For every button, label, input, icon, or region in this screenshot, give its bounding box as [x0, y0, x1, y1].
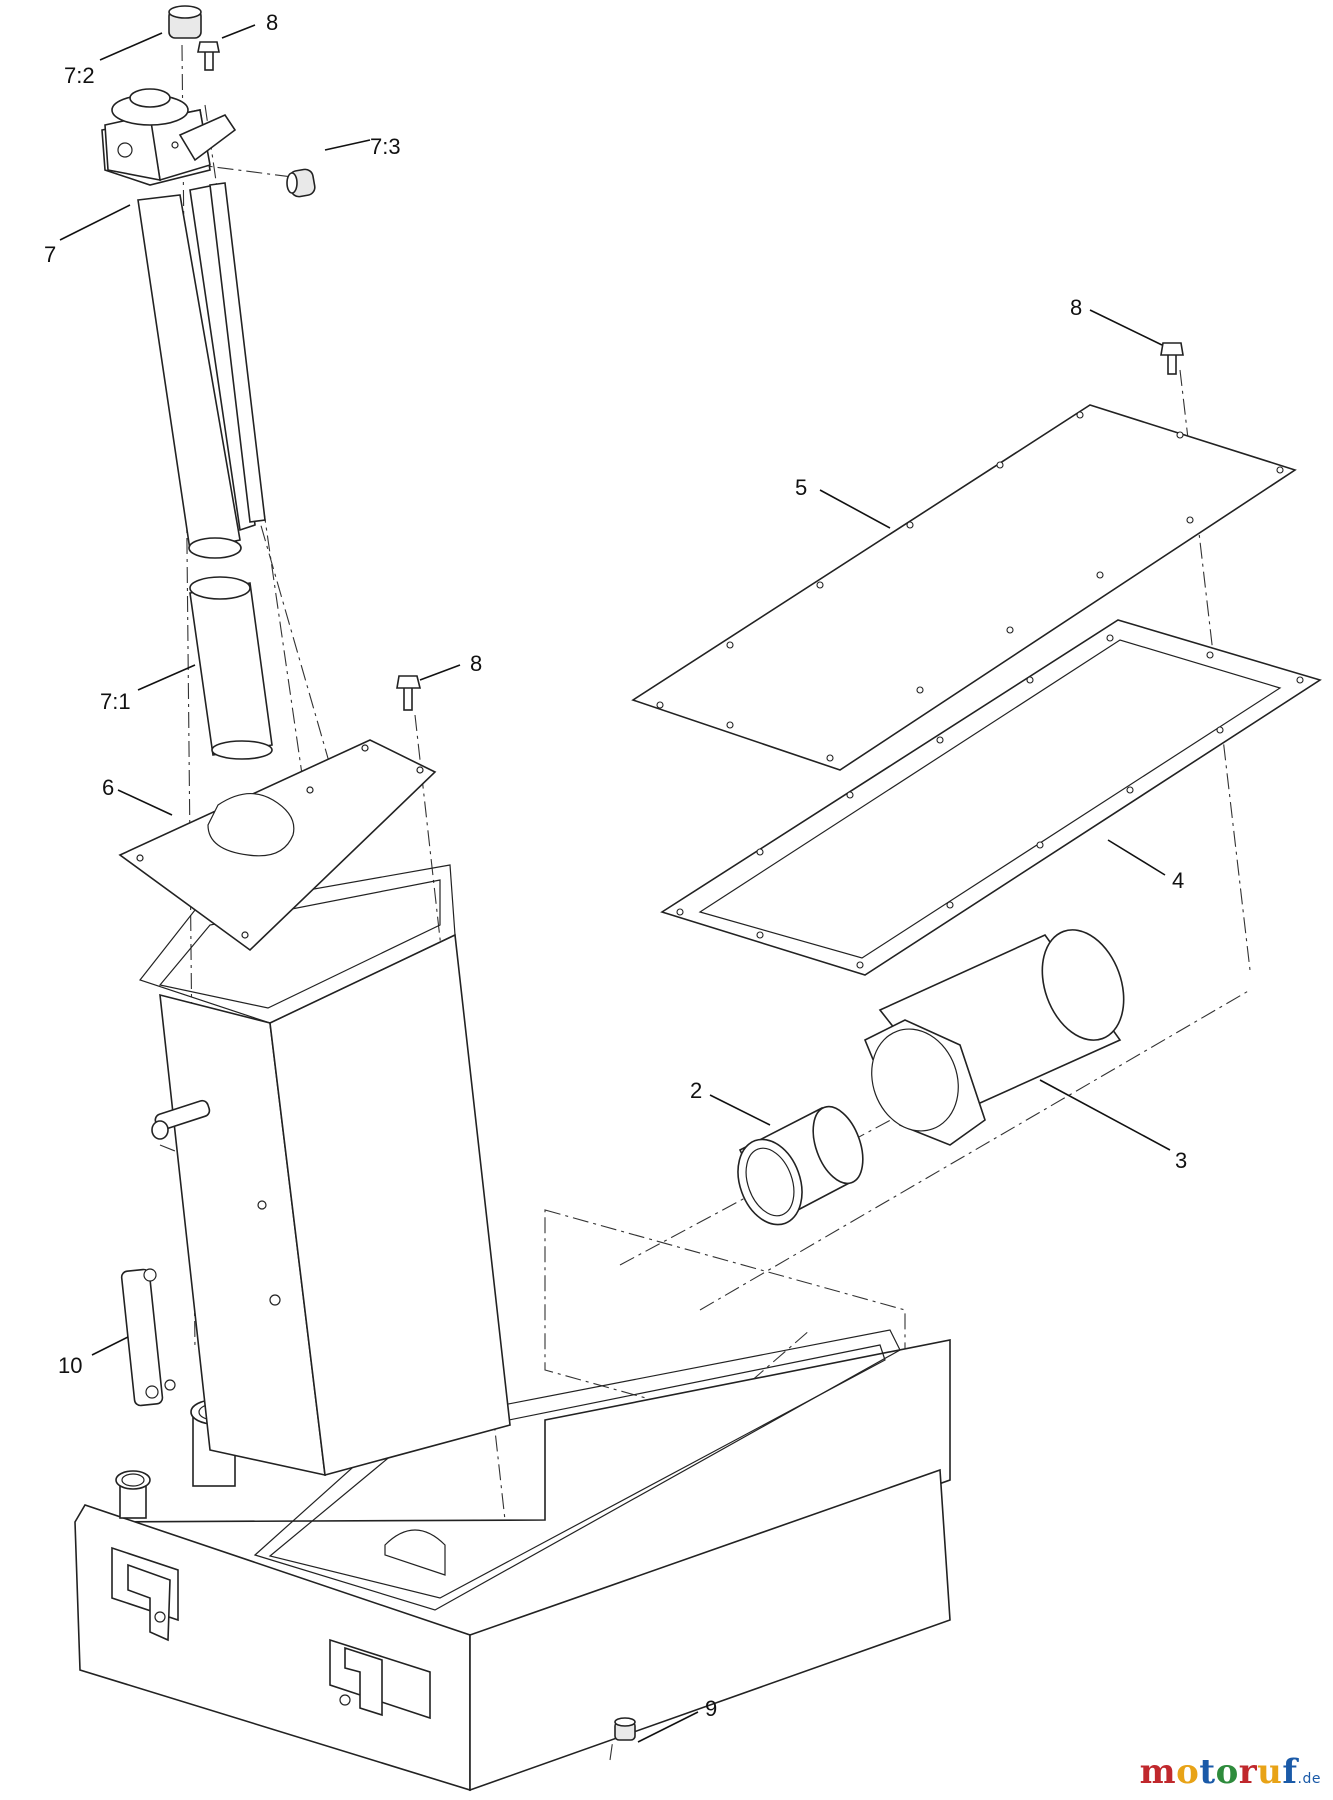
- callout-7: 7: [44, 242, 56, 267]
- logo-suffix: .de: [1297, 1771, 1321, 1787]
- callout-8-mid: 8: [470, 651, 482, 676]
- part-8-bolt-top: [197, 41, 220, 71]
- callout-labels: 7:2 8 7:3 7 8 5 8 7:1 6 4 2 3 10 9: [44, 10, 1187, 1721]
- part-8-bolt-mid: [396, 675, 422, 711]
- motoruf-watermark-logo: motoruf.de: [1140, 1752, 1321, 1792]
- callout-10: 10: [58, 1353, 82, 1378]
- hydraulic-tank: [74, 1209, 951, 1792]
- callout-7-3: 7:3: [370, 134, 401, 159]
- part-6-top-plate: [118, 739, 437, 952]
- logo-letter: o: [1215, 1752, 1239, 1792]
- part-7-1-filter-element: [189, 576, 273, 760]
- callout-9: 9: [705, 1696, 717, 1721]
- part-3-suction-strainer: [863, 929, 1125, 1146]
- leader-lines: [59, 24, 1171, 1743]
- callout-6: 6: [102, 775, 114, 800]
- part-8-bolt-right: [1160, 342, 1184, 375]
- logo-letter: m: [1139, 1752, 1177, 1792]
- callout-2: 2: [690, 1078, 702, 1103]
- callout-7-2: 7:2: [64, 63, 95, 88]
- logo-letter: f: [1282, 1752, 1298, 1792]
- part-7-filter-assembly: [101, 88, 266, 559]
- callout-4: 4: [1172, 868, 1184, 893]
- callout-8-top: 8: [266, 10, 278, 35]
- logo-letter: u: [1257, 1752, 1283, 1792]
- logo-letter: t: [1199, 1752, 1216, 1792]
- part-9-drain-plug: [614, 1717, 636, 1741]
- part-7-2-cap: [168, 5, 202, 39]
- part-sight-pin: [151, 1099, 267, 1210]
- part-5-cover-plate: [631, 404, 1297, 771]
- part-4-gasket: [660, 619, 1322, 976]
- logo-letter: o: [1176, 1752, 1200, 1792]
- callout-8-right: 8: [1070, 295, 1082, 320]
- callout-5: 5: [795, 475, 807, 500]
- part-2-bushing: [737, 1105, 864, 1226]
- logo-letter: r: [1238, 1752, 1258, 1792]
- part-7-3-indicator: [286, 168, 316, 198]
- part-10-sight-gauge: [120, 1268, 176, 1407]
- filter-housing-column: [139, 864, 511, 1477]
- callout-3: 3: [1175, 1148, 1187, 1173]
- callout-7-1: 7:1: [100, 689, 131, 714]
